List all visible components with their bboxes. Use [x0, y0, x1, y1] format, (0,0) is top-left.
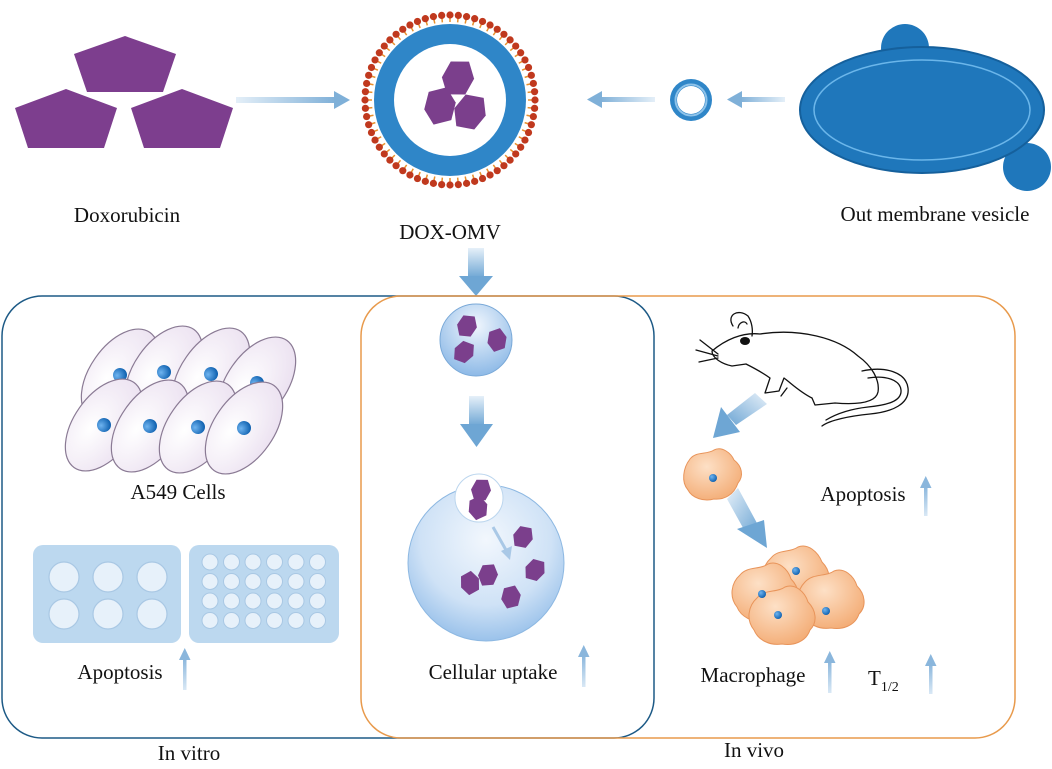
in-vivo-box [360, 295, 1016, 739]
arrow-down-icon [459, 248, 493, 296]
macrophage-icon [683, 448, 742, 501]
apoptosis-vitro-label: Apoptosis [77, 660, 162, 684]
outer-membrane-vesicle-bacterium [799, 24, 1051, 191]
arrow-down-left-icon [713, 393, 767, 438]
a549-cells-group [64, 325, 297, 475]
pentagon-drug-icon [131, 89, 233, 148]
arrow-down-right-icon [727, 488, 767, 548]
mouse-eye [740, 337, 750, 345]
half-life-main: T [868, 666, 881, 690]
half-life-subscript: 1/2 [881, 680, 899, 695]
twenty-four-well-plate-icon [189, 545, 339, 643]
in-vitro-label: In vitro [158, 741, 220, 764]
arrow-right-icon [236, 91, 350, 109]
arrow-up-icon [578, 645, 590, 687]
half-life-label: T1/2 [868, 666, 899, 695]
doxorubicin-drug-group [15, 36, 233, 148]
small-vesicle-icon [670, 79, 712, 121]
in-vitro-box [1, 295, 655, 739]
pentagon-drug-icon [15, 89, 117, 148]
arrow-up-icon [920, 476, 932, 516]
in-vivo-label: In vivo [724, 738, 784, 762]
drug-loaded-vesicle [439, 303, 513, 377]
doxorubicin-label: Doxorubicin [74, 203, 181, 227]
pentagon-drug-icon [74, 36, 176, 92]
six-well-plate-icon [33, 545, 181, 643]
macrophage-label: Macrophage [701, 663, 806, 687]
a549-label: A549 Cells [130, 480, 225, 504]
arrow-left-icon [727, 91, 785, 108]
apoptosis-vivo-label: Apoptosis [820, 482, 905, 506]
dox-omv-vesicle [361, 11, 539, 189]
arrow-up-icon [925, 654, 937, 694]
arrow-up-icon [179, 648, 191, 690]
arrow-up-icon [824, 651, 836, 693]
arrow-left-icon [587, 91, 655, 108]
arrow-down-icon [460, 396, 493, 447]
omv-label: Out membrane vesicle [841, 202, 1030, 226]
cellular-uptake-label: Cellular uptake [429, 660, 558, 684]
dox-omv-label: DOX-OMV [399, 220, 501, 244]
cell-icon [204, 381, 284, 475]
mouse-icon [695, 311, 909, 427]
target-cell-icon [407, 473, 565, 642]
macrophage-cluster [731, 545, 865, 645]
